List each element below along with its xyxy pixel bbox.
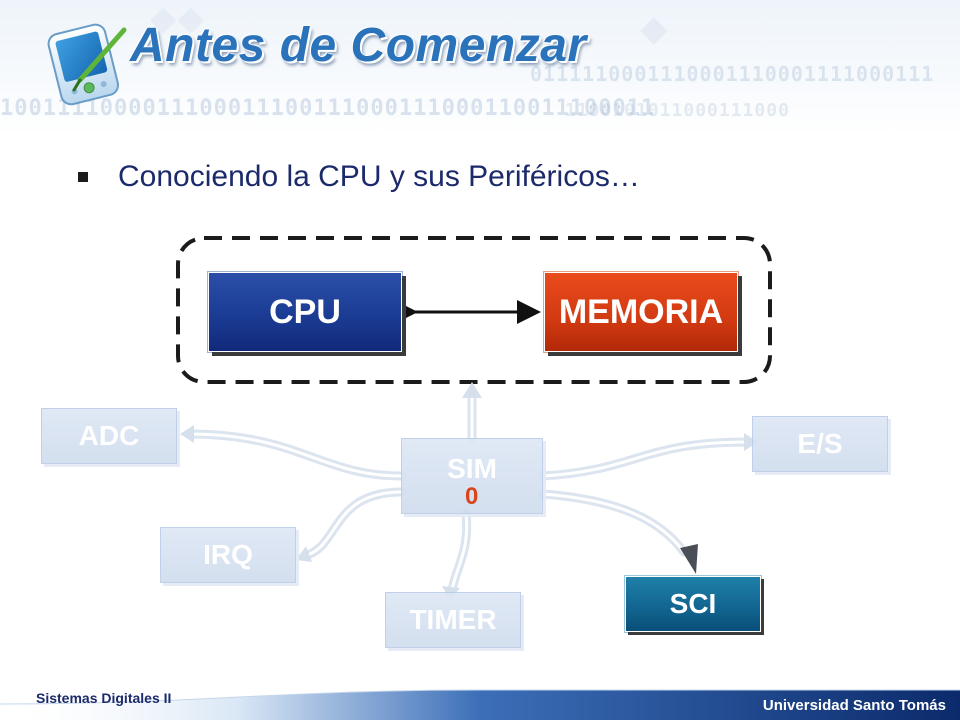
sim-irq-connector — [299, 487, 407, 561]
core-group-outline — [176, 236, 772, 384]
sci-box: SCI — [625, 576, 761, 632]
cpu-box: CPU — [208, 272, 402, 352]
footer-band — [0, 689, 960, 720]
footer-course: Sistemas Digitales II — [36, 690, 172, 706]
header-decoration: ◆ — [640, 0, 669, 54]
binary-decoration: 1001111000011100011100111000111000110011… — [0, 96, 656, 121]
square-bullet-icon — [78, 172, 88, 182]
header-decoration: ◆◆ — [150, 0, 205, 43]
sim-label: SIM — [447, 453, 497, 484]
arrowhead-up — [462, 382, 482, 398]
irq-label: IRQ — [203, 539, 253, 570]
sim-sci-connector — [538, 489, 689, 557]
sim-es-connector — [538, 437, 753, 481]
sim-adc-connector — [183, 429, 407, 481]
arrowhead-irq — [296, 546, 312, 562]
bullet-item: Conociendo la CPU y sus Periféricos… — [78, 160, 640, 194]
sim-box: SIM — [401, 438, 543, 514]
adc-label: ADC — [78, 420, 140, 451]
cpu-label: CPU — [269, 292, 341, 331]
pda-stylus-icon — [47, 23, 127, 106]
irq-box: IRQ — [160, 527, 296, 583]
binary-decoration: 0111110001110001110001111000111 — [530, 62, 935, 86]
binary-decoration: 1100101011000111000 — [565, 100, 790, 121]
bullet-text: Conociendo la CPU y sus Periféricos… — [118, 160, 640, 193]
memoria-label: MEMORIA — [558, 292, 724, 331]
arrowhead-es — [744, 433, 758, 451]
header-band: ◆◆ ◆ 10011110000111000111001110001110001… — [0, 0, 960, 135]
timer-box: TIMER — [385, 592, 521, 648]
arrowhead-adc — [180, 425, 194, 443]
timer-label: TIMER — [409, 604, 497, 635]
footer-university: Universidad Santo Tomás — [762, 697, 946, 714]
memoria-box: MEMORIA — [544, 272, 738, 352]
sci-label: SCI — [669, 588, 717, 619]
es-label: E/S — [797, 428, 843, 459]
arrowhead-sci — [680, 544, 698, 574]
page-title: Antes de Comenzar — [130, 19, 587, 72]
sim-marker: 0 — [465, 483, 479, 510]
es-box: E/S — [752, 416, 888, 472]
adc-box: ADC — [41, 408, 177, 464]
